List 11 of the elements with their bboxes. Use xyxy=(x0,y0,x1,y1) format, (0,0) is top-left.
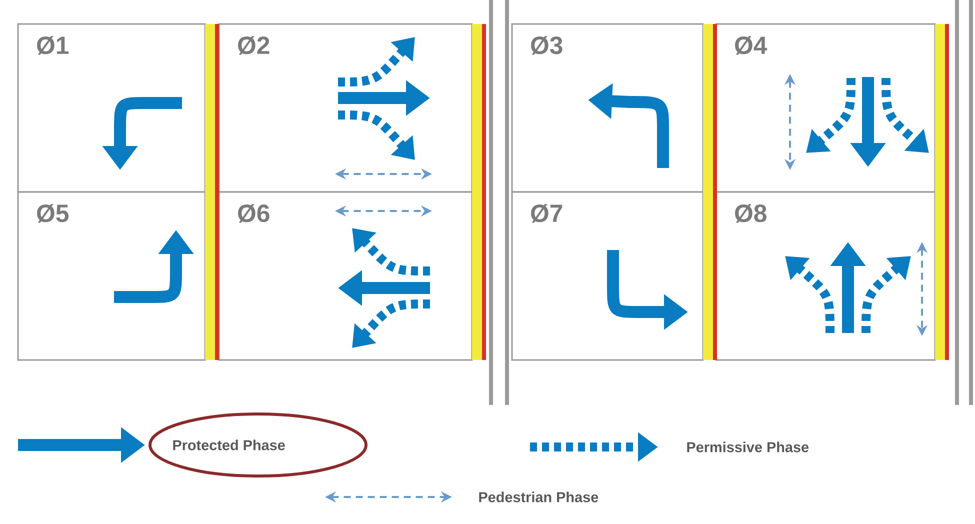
legend-label: Pedestrian Phase xyxy=(479,492,598,502)
phase-cell: Ø1 xyxy=(17,23,206,193)
phase-cell: Ø6 xyxy=(218,191,473,361)
phase-cell: Ø8 xyxy=(715,191,936,361)
phase-cell: Ø2 xyxy=(218,23,473,193)
phase-cell: Ø5 xyxy=(17,191,206,361)
legend-label: Permissive Phase xyxy=(687,442,809,452)
phase-cell: Ø4 xyxy=(715,23,936,193)
phase-cell: Ø7 xyxy=(511,191,704,361)
legend-label: Protected Phase xyxy=(173,440,285,450)
phase-cell: Ø3 xyxy=(511,23,704,193)
